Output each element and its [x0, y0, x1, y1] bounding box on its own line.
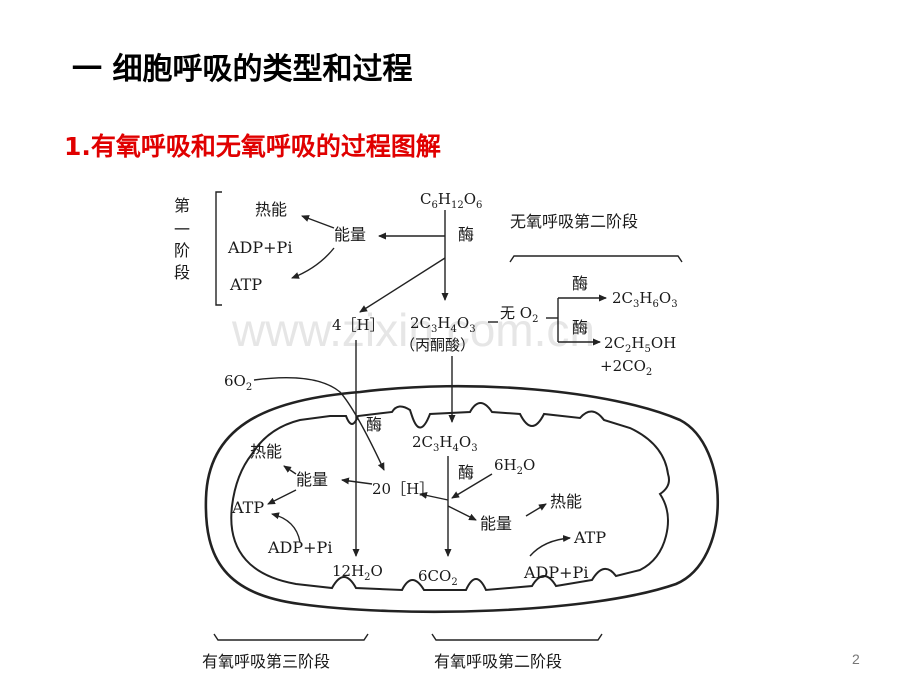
- enzyme-label-mito-1: 酶: [366, 415, 382, 434]
- svg-text:一: 一: [174, 220, 190, 239]
- enzyme-label-ethanol: 酶: [572, 318, 588, 337]
- svg-text:阶: 阶: [174, 241, 190, 260]
- energy-label-stage3: 能量: [296, 470, 328, 489]
- ethanol-label: 2C2H5OH: [604, 334, 676, 355]
- arrow-to-atp-1: [291, 247, 335, 279]
- svg-text:段: 段: [174, 263, 190, 282]
- svg-text:第: 第: [174, 196, 190, 215]
- energy-label-stage1: 能量: [334, 225, 366, 244]
- arrow-adp-to-atp-3: [271, 512, 301, 543]
- aerobic-stage3-bracket: [213, 633, 369, 641]
- arrow-adp-to-atp-2: [529, 535, 571, 557]
- pyruvate-name: （丙酮酸）: [400, 336, 475, 354]
- atp-label-stage3: ATP: [231, 498, 264, 517]
- arrow-to-4h: [359, 257, 446, 313]
- heat-label-stage2: 热能: [550, 492, 582, 511]
- anaerobic-stage2-label: 无氧呼吸第二阶段: [510, 212, 638, 231]
- atp-label-stage2: ATP: [573, 528, 606, 547]
- arrow-to-heat-3: [283, 465, 297, 475]
- arrow-to-energy-3: [341, 477, 373, 485]
- page-title: 一 细胞呼吸的类型和过程: [72, 52, 413, 87]
- h4-label: 4［H］: [332, 316, 385, 334]
- heat-label-stage1: 热能: [255, 200, 287, 219]
- arrow-to-heat-2: [525, 503, 547, 517]
- arrow-h2o-in: [451, 473, 493, 499]
- h20-label: 20［H］: [372, 480, 434, 498]
- mitochondrion-inner-membrane: [230, 402, 670, 592]
- co2-2-label: +2CO2: [600, 357, 652, 378]
- heat-label-stage3: 热能: [250, 442, 282, 461]
- lactic-label: 2C3H6O3: [612, 289, 678, 310]
- arrow-to-heat-1: [301, 215, 335, 229]
- enzyme-label-lactic: 酶: [572, 274, 588, 293]
- adp-label-stage1: ADP+Pi: [227, 238, 292, 257]
- arrow-to-energy-2: [447, 505, 477, 521]
- enzyme-label-mito-2: 酶: [458, 463, 474, 482]
- watermark: www.zixin.com.cn: [231, 304, 595, 356]
- aerobic-stage2-bracket: [431, 633, 603, 641]
- adp-label-stage3: ADP+Pi: [267, 538, 332, 557]
- atp-label-stage1: ATP: [229, 275, 262, 294]
- no-o2-label: 无 O2: [500, 304, 538, 325]
- enzyme-label-stage1: 酶: [458, 225, 474, 244]
- pyruvate-mito-formula: 2C3H4O3: [412, 433, 478, 454]
- page-number: 2: [852, 651, 860, 667]
- stage1-bracket: [215, 191, 222, 306]
- aerobic-stage2-label: 有氧呼吸第二阶段: [434, 652, 562, 671]
- co2-6-label: 6CO2: [418, 567, 458, 588]
- glucose-label: C6H12O6: [420, 190, 482, 211]
- energy-label-stage2: 能量: [480, 514, 512, 533]
- adp-label-stage2: ADP+Pi: [523, 563, 588, 582]
- stage1-label: 第 一 阶 段: [174, 196, 190, 282]
- mitochondrion-outer-membrane: [204, 384, 720, 614]
- arrow-o2-to-20h: [253, 377, 385, 471]
- page-subtitle: 1.有氧呼吸和无氧呼吸的过程图解: [64, 132, 441, 161]
- aerobic-stage3-label: 有氧呼吸第三阶段: [202, 652, 330, 671]
- pyruvate-formula: 2C3H4O3: [410, 314, 476, 335]
- h2o-6-label: 6H2O: [494, 456, 535, 477]
- arrow-to-20h: [419, 492, 449, 501]
- h2o-12-label: 12H2O: [332, 562, 383, 583]
- arrow-to-atp-3: [267, 489, 297, 505]
- anaerobic-bracket: [509, 255, 683, 263]
- o2-6-label: 6O2: [224, 372, 252, 393]
